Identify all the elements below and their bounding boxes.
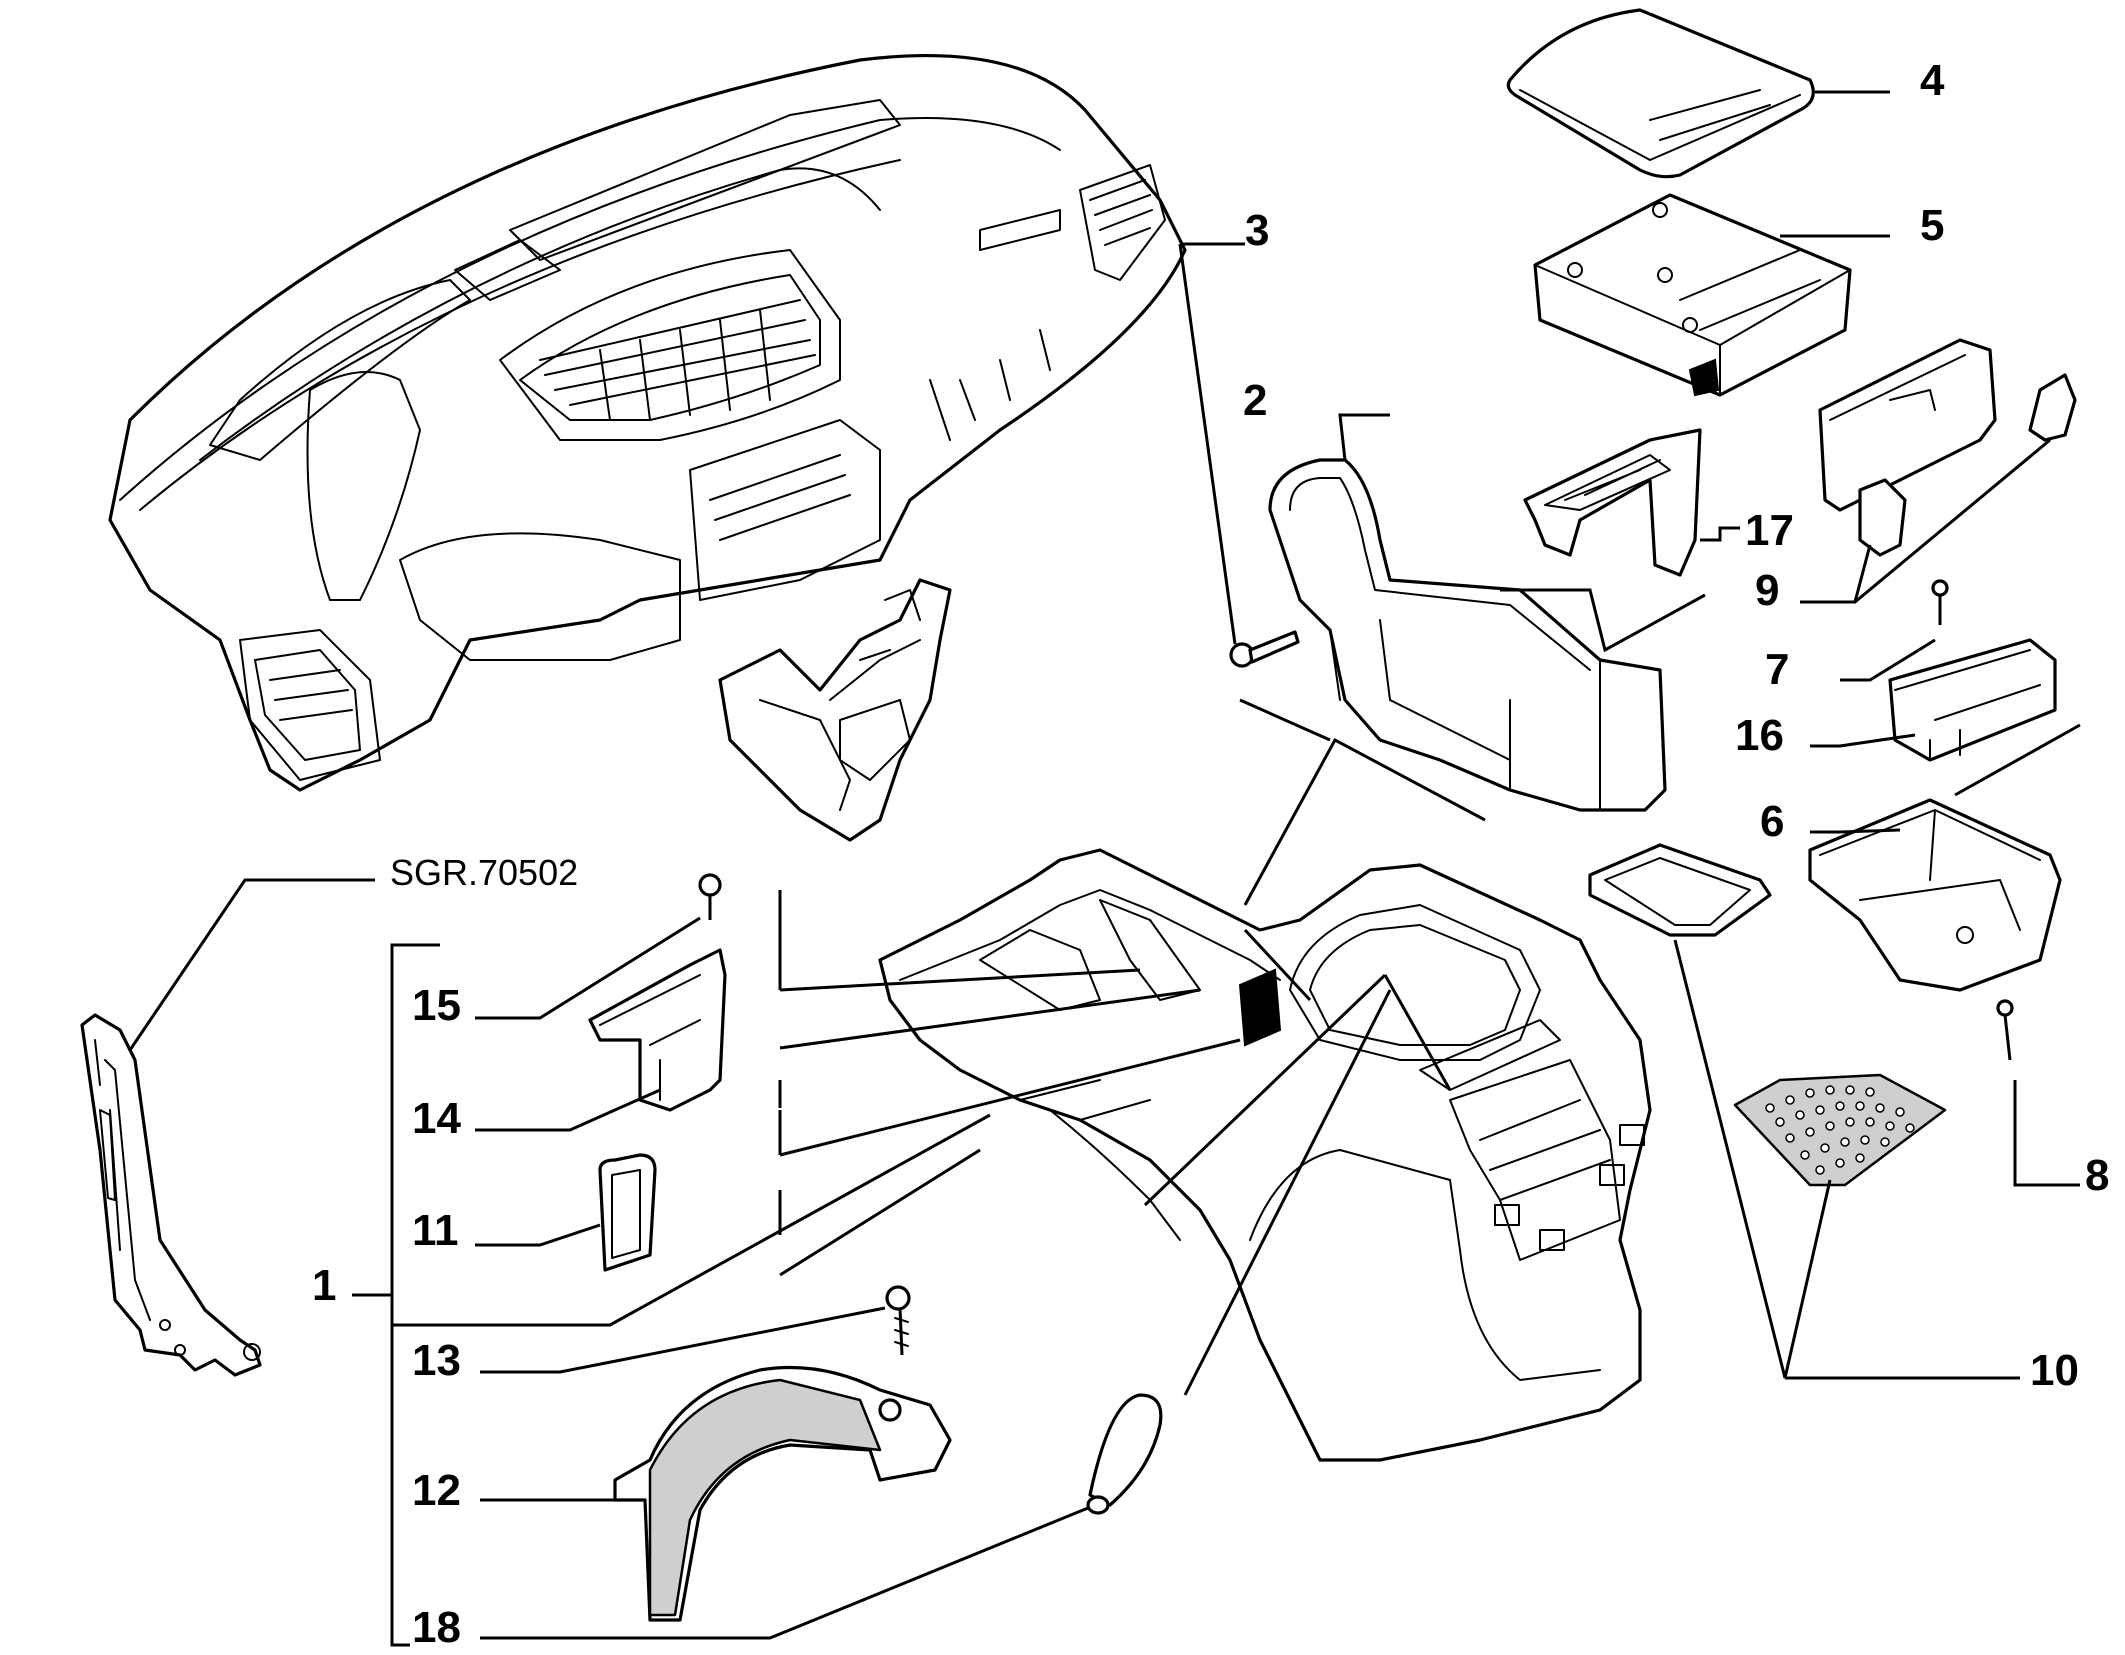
callout-18: 18	[412, 1603, 461, 1652]
part-13-screw	[480, 1285, 911, 1374]
console-leaders	[1143, 698, 1486, 1396]
reference-code: SGR.70502	[390, 852, 578, 893]
group-1-bracket	[352, 943, 991, 1647]
callout-16: 16	[1735, 711, 1784, 760]
tunnel-bracket	[718, 578, 952, 842]
part-17-bracket	[1523, 428, 1740, 577]
part-2-console-tray	[1268, 413, 1706, 812]
leader-fragments	[778, 890, 1312, 1277]
part-5-armrest-body	[1533, 193, 1890, 397]
part-4-armrest-lid	[1506, 8, 1890, 179]
callout-3: 3	[1245, 206, 1269, 255]
callout-5: 5	[1920, 201, 1944, 250]
part-3-screw	[1178, 242, 1300, 668]
callout-11: 11	[412, 1206, 459, 1255]
part-6-cup-holder	[1808, 798, 2062, 992]
part-9-bracket-clips	[1800, 338, 2077, 604]
mat-holes	[1765, 1085, 1915, 1175]
callout-6: 6	[1760, 797, 1784, 846]
callout-12: 12	[412, 1466, 461, 1515]
dashboard-panel	[108, 54, 1187, 792]
center-console	[878, 848, 1652, 1462]
part-16-switch-box	[1810, 638, 2081, 797]
callout-14: 14	[412, 1094, 461, 1143]
part-18-grommet	[480, 1393, 1163, 1640]
part-8-screw	[1996, 999, 2080, 1187]
callout-7: 7	[1765, 645, 1789, 694]
callout-9: 9	[1755, 566, 1779, 615]
side-bracket	[80, 1013, 262, 1377]
part-7-screw	[1840, 579, 1949, 682]
callout-4: 4	[1920, 56, 1945, 105]
callout-13: 13	[412, 1336, 461, 1385]
callout-2: 2	[1243, 376, 1267, 425]
part-15-bracket	[475, 873, 727, 1112]
callout-1: 1	[312, 1261, 336, 1310]
leader-14	[475, 1088, 661, 1132]
callout-15: 15	[412, 981, 461, 1030]
part-11-cover-plate	[475, 1153, 657, 1272]
part-12-trim-piece	[480, 1365, 952, 1622]
callout-17: 17	[1745, 506, 1794, 555]
callout-8: 8	[2085, 1151, 2109, 1200]
part-10-mats	[1588, 843, 2020, 1380]
callout-10: 10	[2030, 1346, 2079, 1395]
